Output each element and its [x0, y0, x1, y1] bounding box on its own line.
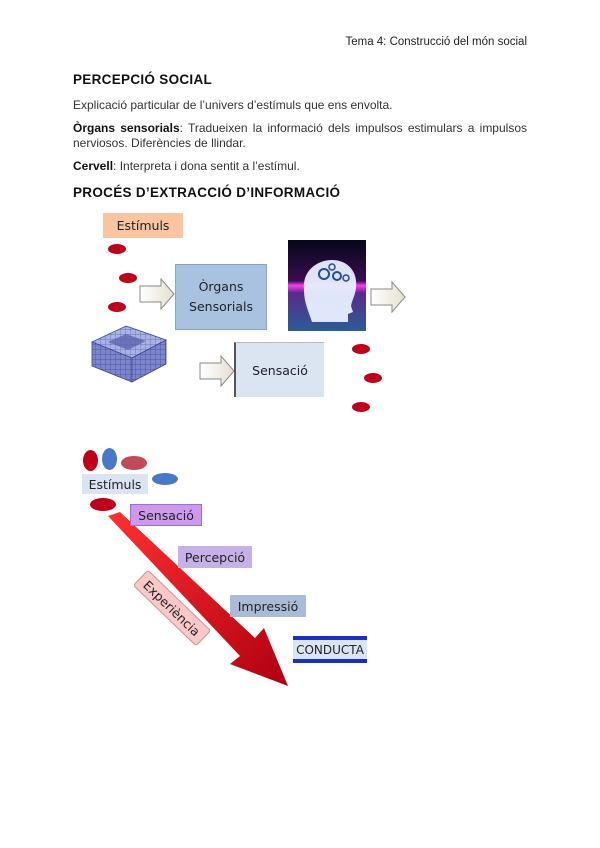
estimuls-box: Estímuls: [103, 213, 183, 238]
block-arrow-icon: [199, 355, 235, 387]
organs-line1: Òrgans: [198, 279, 244, 294]
stimulus-dot: [108, 302, 126, 312]
stimulus-dot-blue: [102, 448, 117, 470]
brain-head-image: [288, 240, 366, 331]
sensacio-box: Sensació: [234, 342, 324, 397]
stimulus-dot: [352, 344, 370, 354]
stimulus-dot: [352, 402, 370, 412]
cube-blocks-image: [90, 325, 167, 383]
organs-line2: Sensorials: [189, 299, 253, 314]
stimulus-dot-red: [90, 498, 116, 511]
stimulus-dot: [108, 244, 126, 254]
stimulus-dot-rose: [121, 456, 147, 470]
text-cervell: : Interpreta i dona sentit a l’estímul.: [113, 159, 300, 173]
paragraph-cervell: Cervell: Interpreta i dona sentit a l’es…: [73, 159, 527, 174]
section-heading-proces: PROCÉS D’EXTRACCIÓ D’INFORMACIÓ: [73, 185, 341, 200]
conducta-bar-top: [293, 636, 367, 640]
percepcio-label: Percepció: [178, 546, 252, 568]
estimuls-label: Estímuls: [82, 474, 148, 494]
stimulus-dot-blue: [152, 473, 178, 485]
text-organs: : Tradueixen la informació dels impulsos…: [73, 121, 527, 150]
conducta-bar-bottom: [293, 659, 367, 663]
red-arrow-icon: [108, 512, 288, 686]
section-heading-percepcio-social: PERCEPCIÓ SOCIAL: [73, 72, 213, 87]
impressio-label: Impressió: [230, 595, 306, 617]
block-arrow-icon: [139, 278, 175, 310]
block-arrow-icon: [370, 281, 406, 313]
paragraph-intro: Explicació particular de l’univers d’est…: [73, 98, 393, 112]
term-cervell: Cervell: [73, 159, 114, 173]
stimulus-dot-red: [83, 450, 98, 471]
stimulus-dot: [119, 273, 137, 283]
stimulus-dot: [364, 373, 382, 383]
term-organs: Òrgans sensorials: [73, 121, 180, 135]
paragraph-organs: Òrgans sensorials: Tradueixen la informa…: [73, 121, 527, 151]
page-header: Tema 4: Construcció del món social: [345, 36, 527, 48]
organs-sensorials-box: Òrgans Sensorials: [175, 264, 267, 330]
sensacio-label: Sensació: [130, 504, 202, 526]
conducta-label: CONDUCTA: [293, 640, 367, 659]
